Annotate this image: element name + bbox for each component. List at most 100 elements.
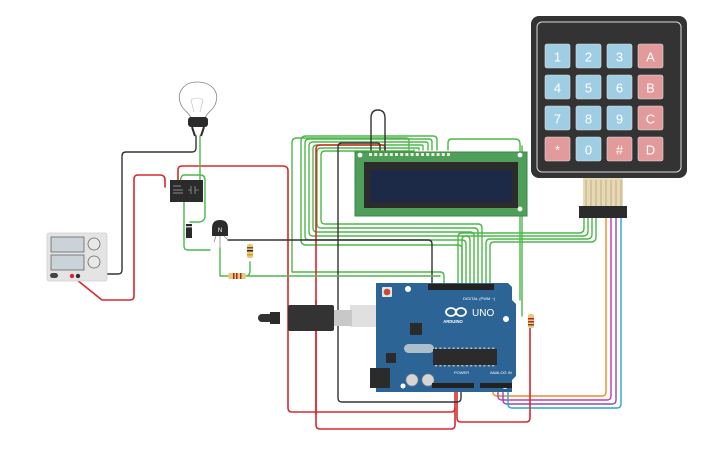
- keypad-key-*[interactable]: *: [544, 136, 571, 162]
- keypad-key-label: A: [646, 50, 655, 65]
- wire-lcd-2: [304, 138, 463, 241]
- wire-lcd-right-loop: [447, 138, 521, 301]
- arduino-mount-hole: [400, 383, 406, 389]
- reset-button[interactable]: [383, 288, 391, 296]
- arduino-analog-header[interactable]: [480, 383, 512, 388]
- analog-label: ANALOG IN: [490, 370, 512, 375]
- keypad-key-label: 4: [554, 81, 561, 96]
- lcd-pin[interactable]: [431, 153, 435, 156]
- chip-pin: [461, 365, 464, 367]
- light-bulb[interactable]: [178, 81, 218, 137]
- chip-pin: [483, 347, 486, 349]
- arduino-uno[interactable]: DIGITAL (PWM ~) ARDUINO UNO POWER ANALOG…: [350, 283, 516, 392]
- npn-transistor[interactable]: N: [212, 220, 229, 248]
- relay-wires-green[interactable]: [179, 135, 441, 277]
- dc-jack[interactable]: [370, 368, 390, 388]
- chip-pin: [439, 347, 442, 349]
- keypad-row-wires[interactable]: [457, 215, 597, 286]
- wire-keypad-purple: [502, 215, 617, 405]
- wire-lcd-vcc: [315, 144, 456, 430]
- lcd-pin[interactable]: [384, 153, 388, 156]
- arduino-logo: ARDUINO: [443, 307, 467, 324]
- chip-pin: [443, 365, 446, 367]
- chip-pin: [452, 365, 455, 367]
- usb-plug-body: [288, 305, 334, 331]
- relay-symbol: [188, 186, 199, 194]
- lcd-pin[interactable]: [374, 153, 378, 156]
- wire-psu-positive: [71, 174, 166, 301]
- wire-transistor-emitter: [227, 239, 433, 286]
- wires: [71, 109, 622, 430]
- lcd-pin[interactable]: [447, 153, 450, 156]
- diode[interactable]: [186, 224, 192, 238]
- keypad-key-8[interactable]: 8: [575, 105, 602, 131]
- keypad-key-A[interactable]: A: [637, 43, 664, 69]
- lcd-pin[interactable]: [441, 153, 445, 156]
- power-supply[interactable]: [46, 232, 108, 282]
- lcd-pin[interactable]: [369, 153, 372, 156]
- lcd-pin[interactable]: [426, 153, 430, 156]
- ground-wires-black[interactable]: [77, 109, 462, 403]
- wire-keypad-orange: [492, 215, 607, 397]
- chip-pin: [457, 347, 459, 349]
- keypad-key-5[interactable]: 5: [575, 74, 602, 100]
- keypad-key-label: 1: [554, 50, 561, 65]
- psu-negative-terminal[interactable]: [75, 273, 81, 279]
- chip-pin: [461, 347, 464, 349]
- keypad-key-B[interactable]: B: [637, 74, 664, 100]
- keypad-key-1[interactable]: 1: [544, 43, 571, 69]
- keypad-key-0[interactable]: 0: [575, 136, 602, 162]
- keypad-header: [579, 206, 627, 218]
- lcd-pin[interactable]: [389, 153, 393, 156]
- keypad-key-9[interactable]: 9: [606, 105, 633, 131]
- keypad-key-2[interactable]: 2: [575, 43, 602, 69]
- keypad-key-D[interactable]: D: [637, 136, 664, 162]
- resistor-horizontal[interactable]: [228, 273, 246, 279]
- power-wires-red[interactable]: [71, 144, 531, 430]
- lcd-pin[interactable]: [436, 153, 440, 156]
- lcd-mount-hole: [517, 152, 523, 158]
- arduino-digital-header[interactable]: [428, 284, 494, 290]
- transistor-body: [212, 220, 228, 236]
- lcd-pin[interactable]: [379, 153, 383, 156]
- keypad-key-4[interactable]: 4: [544, 74, 571, 100]
- chip-pin: [452, 347, 455, 349]
- wire-lcd-5: [316, 147, 475, 229]
- chip-pin: [439, 365, 442, 367]
- lcd-pin[interactable]: [400, 153, 404, 156]
- lcd-pin[interactable]: [395, 153, 398, 156]
- lcd-pin[interactable]: [410, 153, 414, 156]
- resistor-vertical[interactable]: [247, 244, 253, 258]
- psu-current-knob[interactable]: [87, 255, 101, 269]
- keypad-key-6[interactable]: 6: [606, 74, 633, 100]
- lcd-pin[interactable]: [405, 153, 409, 156]
- keypad-ribbon: [583, 178, 623, 206]
- wire-lcd-1: [300, 135, 459, 246]
- keypad-key-7[interactable]: 7: [544, 105, 571, 131]
- wire-keypad-blue: [507, 215, 622, 409]
- wire-lcd-ground: [337, 142, 462, 403]
- lcd-pin[interactable]: [421, 153, 424, 156]
- keypad-key-#[interactable]: #: [606, 136, 633, 162]
- psu-power-switch[interactable]: [50, 273, 58, 278]
- keypad-key-label: *: [555, 143, 560, 158]
- wire-relay-5v: [177, 165, 456, 413]
- lcd-data-wires[interactable]: [291, 135, 521, 301]
- usb-cable[interactable]: [258, 305, 352, 331]
- arduino-mount-hole: [405, 286, 411, 292]
- keypad-key-C[interactable]: C: [637, 105, 664, 131]
- resistor-right[interactable]: [528, 314, 534, 328]
- relay-body: [170, 180, 203, 202]
- psu-voltage-knob[interactable]: [87, 237, 101, 251]
- arduino-power-header[interactable]: [432, 383, 474, 388]
- lcd-16x2[interactable]: [354, 151, 528, 217]
- wire-keypad-magenta: [497, 215, 612, 401]
- lcd-pin[interactable]: [415, 153, 419, 156]
- capacitor: [405, 373, 419, 387]
- keypad-key-3[interactable]: 3: [606, 43, 633, 69]
- psu-positive-terminal[interactable]: [69, 273, 75, 279]
- keypad-column-wires[interactable]: [492, 215, 622, 409]
- relay[interactable]: [170, 180, 203, 202]
